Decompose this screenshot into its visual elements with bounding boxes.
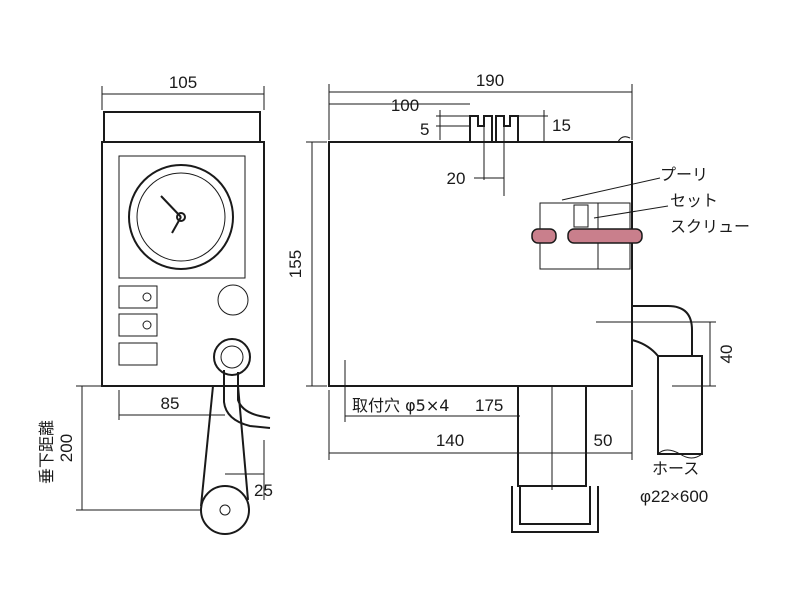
switch-2 <box>118 313 158 337</box>
dim-5: 5 <box>420 120 429 139</box>
clock-face <box>128 164 234 270</box>
hose-curve-outer <box>223 370 271 429</box>
clock-minute-hand <box>171 216 182 234</box>
bracket-left <box>469 115 493 142</box>
bracket-right <box>495 115 519 142</box>
hose-break <box>657 449 703 459</box>
dim-190: 190 <box>476 71 504 90</box>
pulley-weight-hub <box>219 504 231 516</box>
switch-2-knob <box>142 320 152 330</box>
leader-pulley <box>561 177 661 201</box>
hose-pipe <box>657 355 703 455</box>
label-hose-1: ホース <box>652 459 699 478</box>
dim-15: 15 <box>552 116 571 135</box>
support-clamp <box>511 486 599 533</box>
label-pulley: プーリ <box>660 165 708 184</box>
switch-1 <box>118 285 158 309</box>
leader-set-screw <box>593 205 669 219</box>
hose-curve-inner <box>237 372 271 419</box>
dim-25: 25 <box>254 481 273 500</box>
clock-inner-ring <box>136 172 226 262</box>
front-top-cap <box>103 111 261 143</box>
dim-50: 50 <box>594 431 613 450</box>
pulley-weight <box>200 485 250 535</box>
dim-175: 175 <box>475 396 503 415</box>
mount-hole-label: 取付穴 φ5×4 <box>352 396 449 415</box>
outlet-ring-inner <box>220 345 244 369</box>
dim-140: 140 <box>436 431 464 450</box>
top-knob <box>617 136 631 143</box>
dim-155: 155 <box>286 250 305 278</box>
dim-85: 85 <box>161 394 180 413</box>
label-set-screw-2: スクリュー <box>670 217 750 236</box>
weight-arm-left <box>200 385 214 507</box>
dim-200: 200 <box>57 434 76 462</box>
dim-105: 105 <box>169 73 197 92</box>
side-body <box>328 141 633 387</box>
set-screw <box>573 204 589 228</box>
dim-20: 20 <box>447 169 466 188</box>
indicator-lamp <box>217 284 249 316</box>
clock-hub <box>176 212 186 222</box>
hose-elbow-outer <box>632 305 693 356</box>
pulley-hatch-left <box>531 228 557 244</box>
vertical-drop-label: 垂下距離 <box>37 420 56 484</box>
dim-100: 100 <box>391 96 419 115</box>
side-view: 190 100 5 15 20 155 プーリ セット スクリ <box>286 71 750 533</box>
indicator-box <box>118 342 158 366</box>
weight-arm-right <box>237 385 249 501</box>
hose-elbow-inner <box>631 339 659 357</box>
label-hose-2: φ22×600 <box>640 487 708 506</box>
front-view: 105 85 25 200 垂下距離 <box>37 73 273 535</box>
outlet-ring <box>213 338 251 376</box>
timer-panel <box>118 155 246 279</box>
label-set-screw-1: セット <box>670 191 718 210</box>
pulley-hatch-right <box>567 228 643 244</box>
switch-1-knob <box>142 292 152 302</box>
dim-40: 40 <box>717 345 736 364</box>
